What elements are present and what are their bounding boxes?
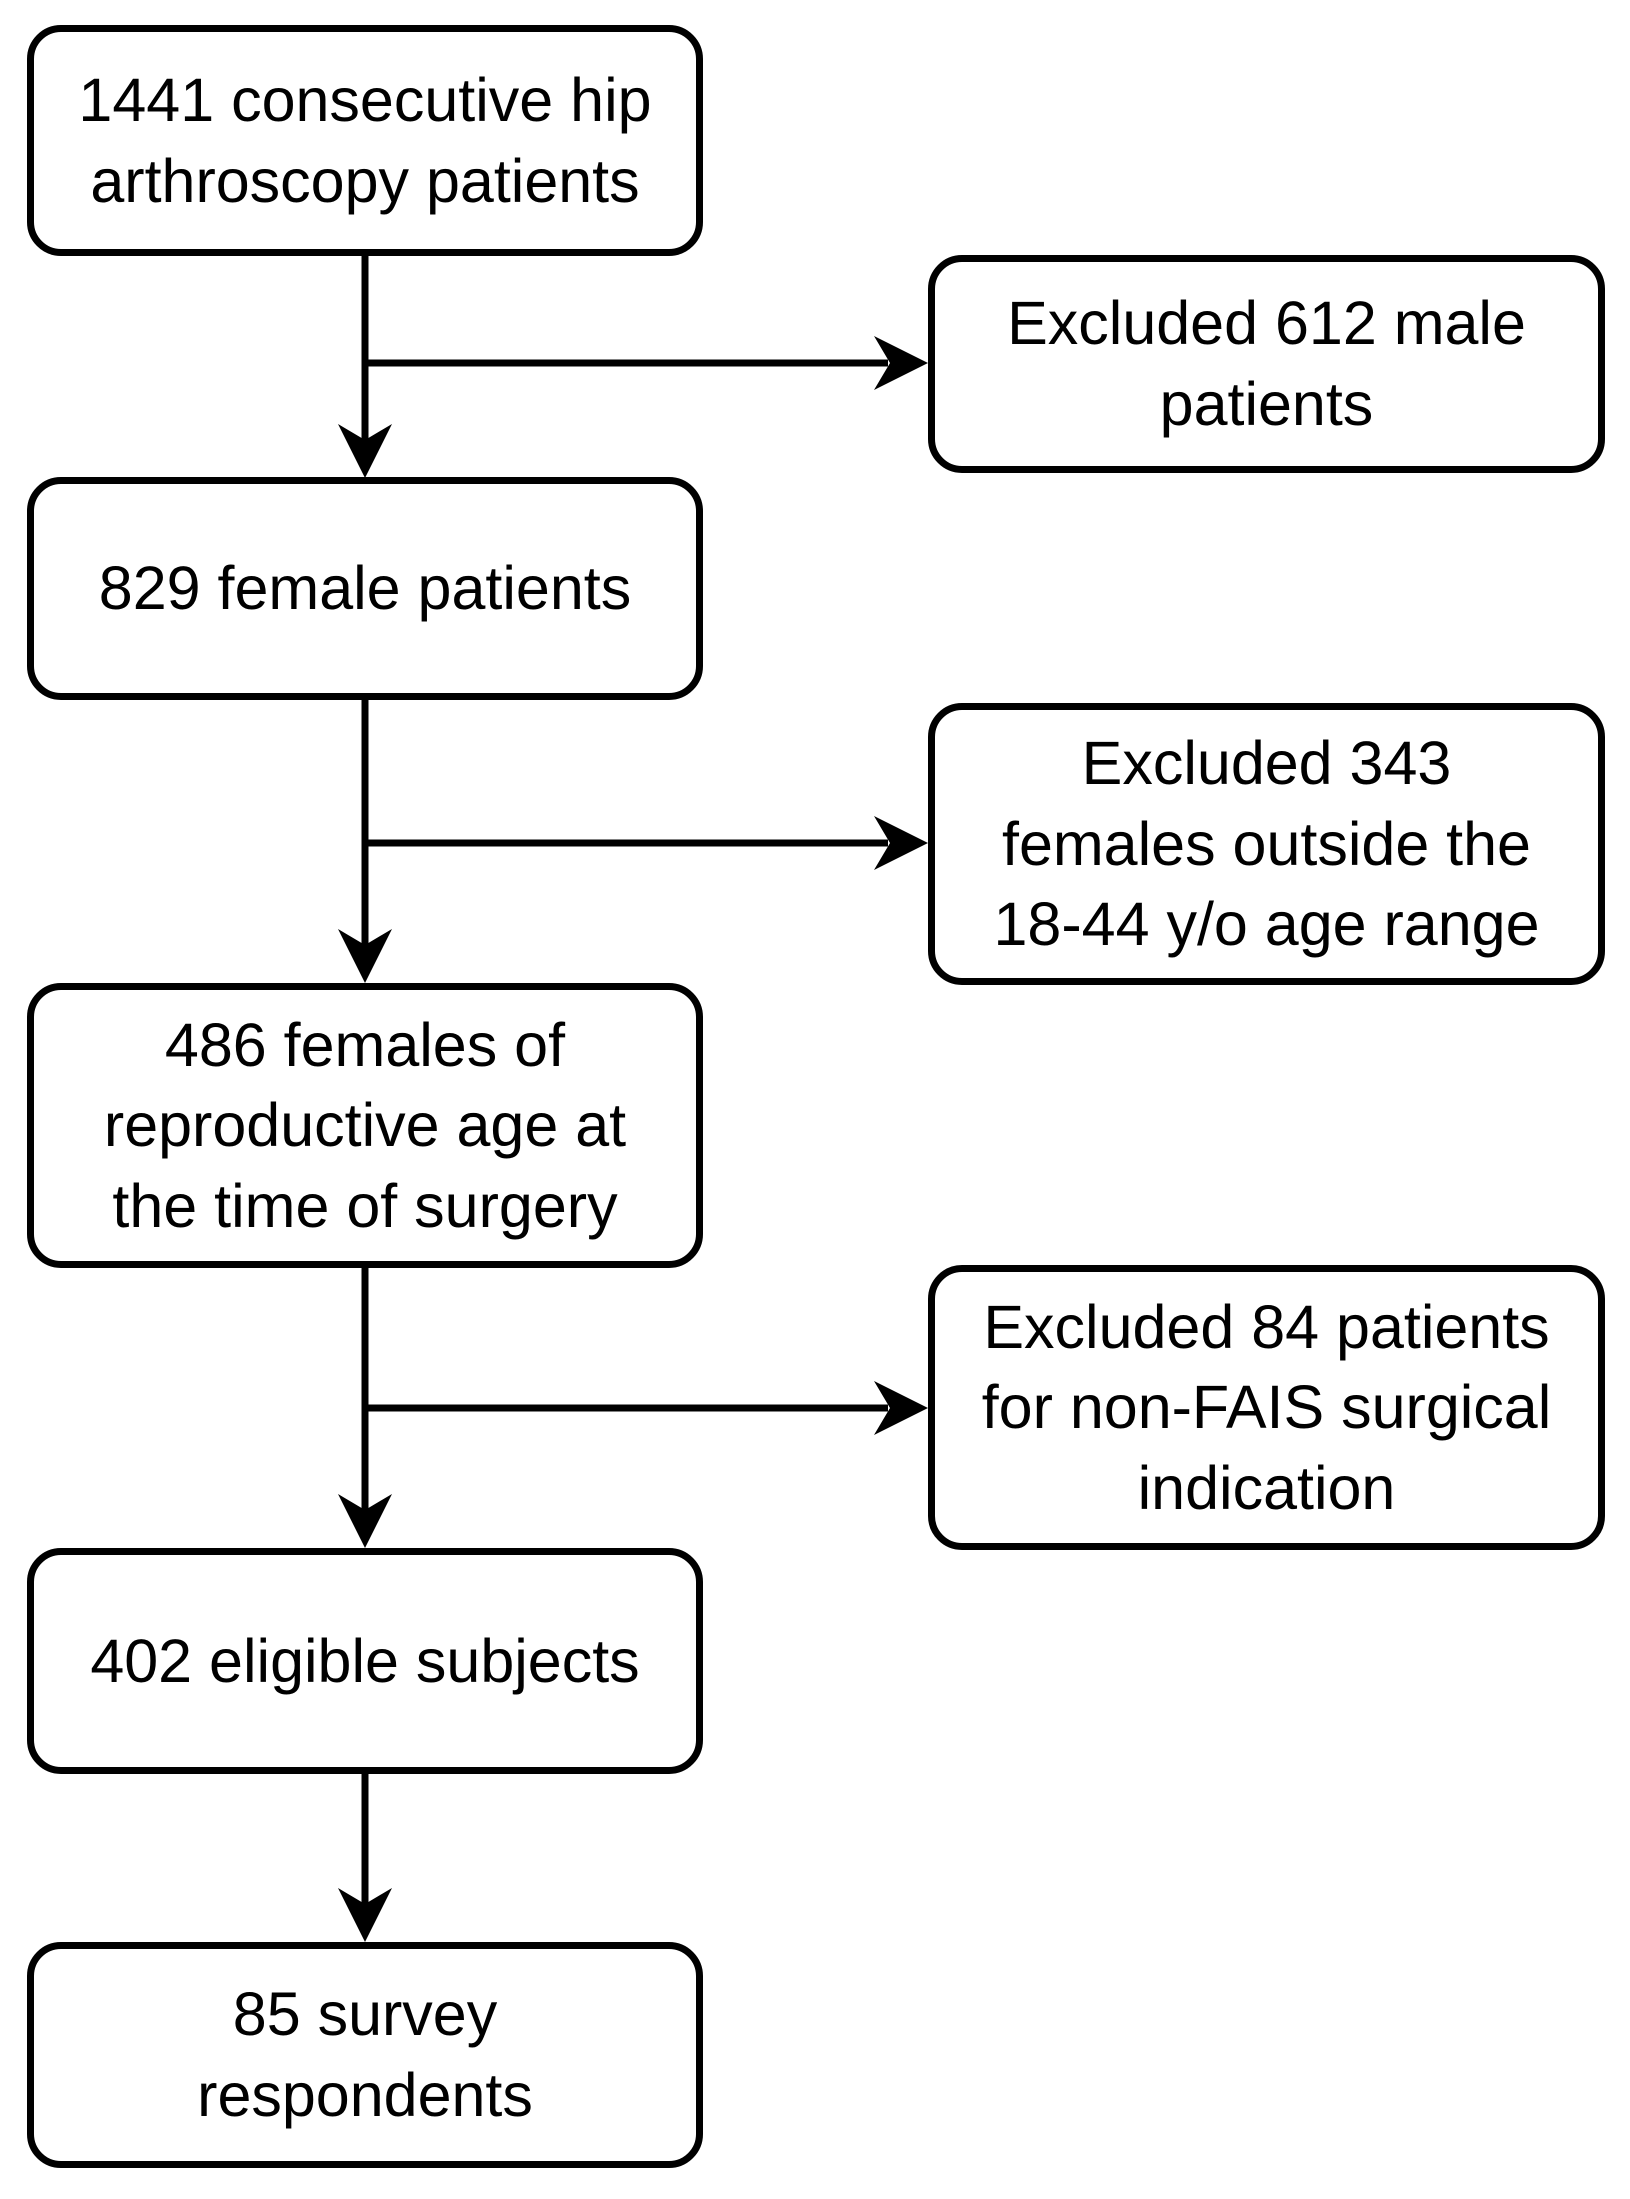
node-excluded-343-age-range: Excluded 343 females outside the 18-44 y… [928,703,1605,985]
node-829-female-patients: 829 female patients [27,477,703,700]
node-excluded-612-male: Excluded 612 male patients [928,255,1605,473]
arrowhead-down-1 [338,424,392,478]
arrowhead-right-2 [874,816,928,870]
arrowhead-right-1 [874,336,928,390]
arrowhead-right-3 [874,1381,928,1435]
node-85-survey-respondents: 85 survey respondents [27,1942,703,2168]
node-402-eligible-subjects: 402 eligible subjects [27,1548,703,1774]
node-486-reproductive-age: 486 females of reproductive age at the t… [27,983,703,1268]
node-excluded-84-non-fais: Excluded 84 patients for non-FAIS surgic… [928,1265,1605,1550]
arrowhead-down-2 [338,929,392,983]
arrowhead-down-3 [338,1494,392,1548]
arrowhead-down-4 [338,1888,392,1942]
node-1441-consecutive-patients: 1441 consecutive hip arthroscopy patient… [27,25,703,256]
